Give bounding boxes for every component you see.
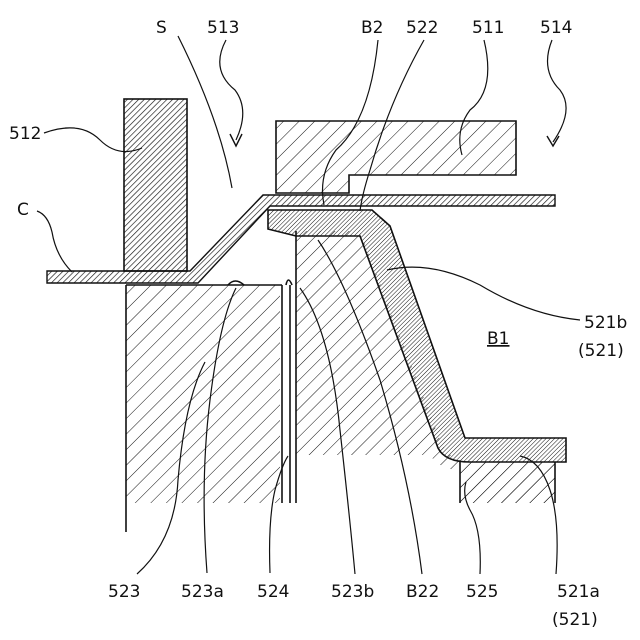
bump-523b [286, 280, 292, 285]
part-512-plate [124, 99, 187, 271]
label-b2: B2 [361, 18, 383, 38]
label-b1: B1 [487, 329, 509, 349]
label-c: C [17, 200, 29, 220]
part-525-base [460, 462, 555, 503]
leader-514 [548, 40, 567, 142]
label-s: S [156, 18, 167, 38]
label-b22: B22 [406, 582, 439, 602]
label-521a-paren: (521) [552, 610, 598, 630]
leader-513 [220, 40, 243, 140]
label-521b-paren: (521) [578, 341, 624, 361]
label-512: 512 [9, 124, 41, 144]
leader-c [37, 211, 72, 272]
label-522: 522 [406, 18, 438, 38]
part-523-block [126, 285, 280, 503]
label-514: 514 [540, 18, 572, 38]
label-524: 524 [257, 582, 289, 602]
label-513: 513 [207, 18, 239, 38]
label-523a: 523a [181, 582, 224, 602]
label-521b: 521b [584, 313, 627, 333]
label-521a: 521a [557, 582, 600, 602]
label-523: 523 [108, 582, 140, 602]
part-511-block [276, 121, 516, 193]
label-511: 511 [472, 18, 504, 38]
label-523b: 523b [331, 582, 374, 602]
label-525: 525 [466, 582, 498, 602]
